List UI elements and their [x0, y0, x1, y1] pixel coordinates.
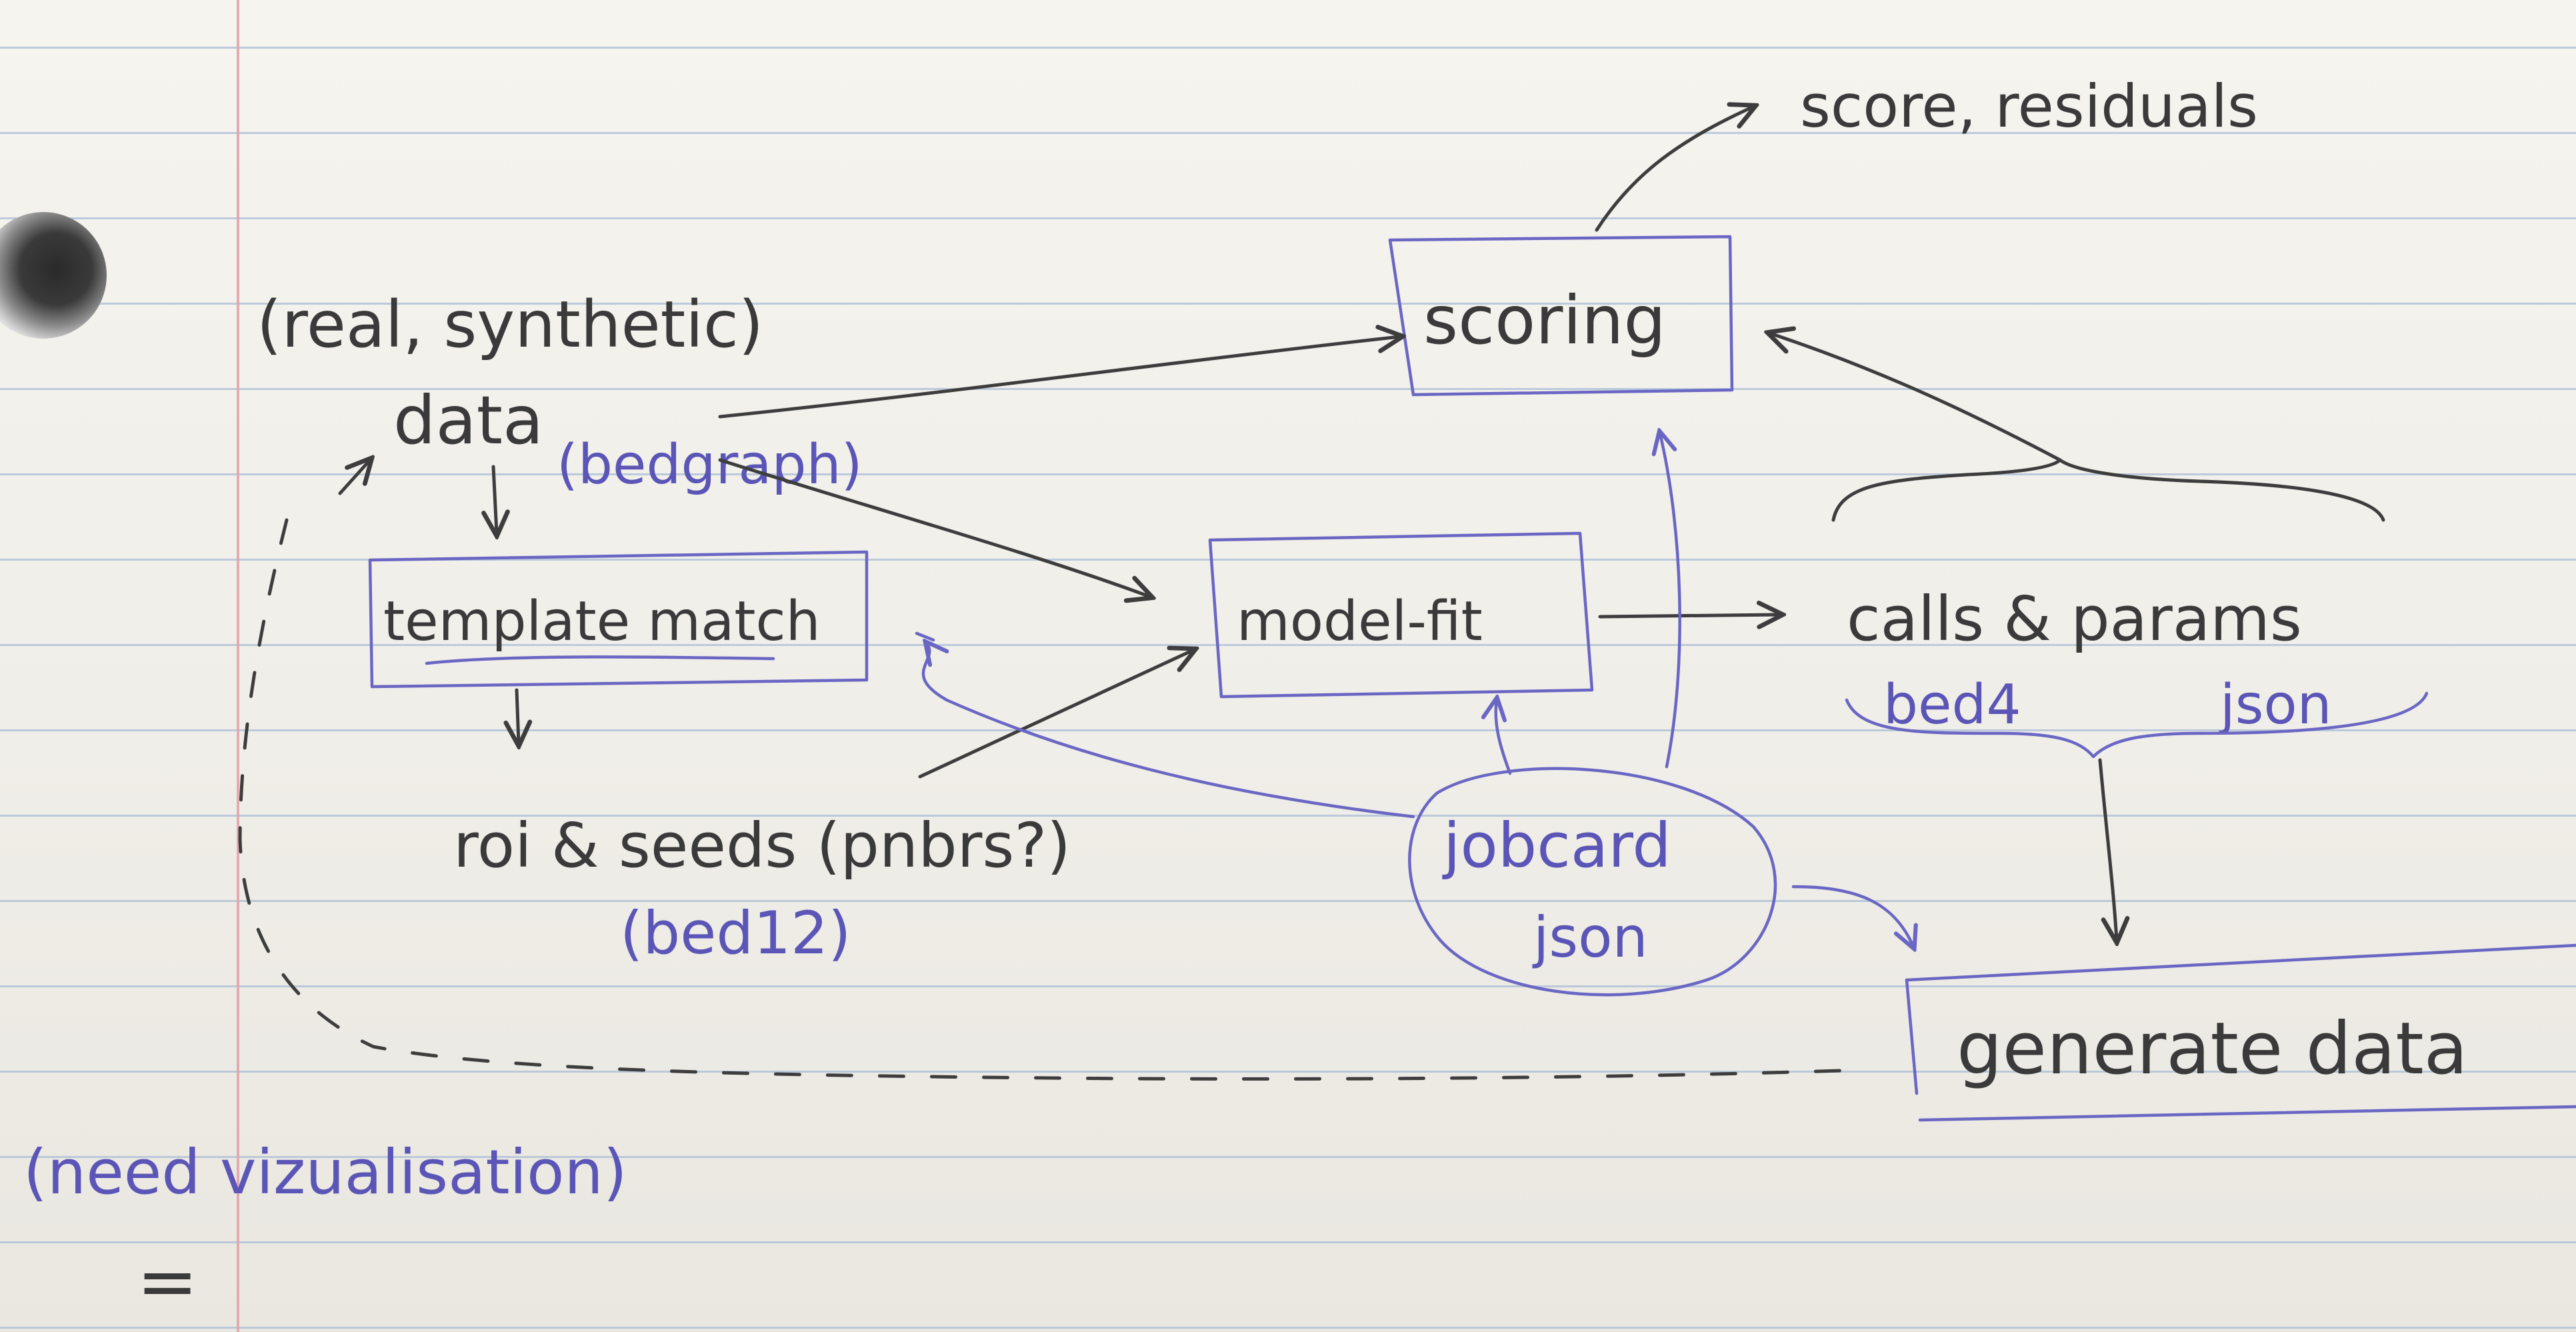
arrow-jobcard-to-template	[921, 643, 1415, 819]
bed4-label: bed4	[1883, 673, 2021, 737]
need-visualisation-label: (need vizualisation)	[23, 1137, 627, 1208]
bedgraph-label: (bedgraph)	[557, 433, 863, 497]
arrow-jobcard-to-scoring	[1660, 433, 1681, 769]
calls-params-label: calls & params	[1847, 583, 2302, 655]
ruled-line	[0, 217, 2576, 219]
generate-data-box-bottom	[1918, 1105, 2576, 1122]
arrow-data-to-scoring	[718, 337, 1400, 419]
dashed-feedback-loop	[238, 518, 1862, 1081]
arrow-scoring-to-score	[1595, 107, 1753, 232]
ruled-line	[0, 303, 2576, 305]
jobcard-ellipse	[1408, 767, 1777, 997]
data-sources-label: (real, synthetic)	[257, 287, 763, 362]
ruled-line	[0, 473, 2576, 475]
ruled-line	[0, 1327, 2576, 1329]
model-fit-label: model-fit	[1237, 590, 1483, 653]
equals-mark: =	[137, 1239, 198, 1324]
bed12-label: (bed12)	[620, 899, 851, 967]
ruled-line	[0, 729, 2576, 731]
arrow-data-to-model-fit	[718, 458, 1150, 597]
arrow-template-to-roi	[517, 688, 519, 743]
ruled-line	[0, 1241, 2576, 1243]
arrow-roi-seeds-to-template	[915, 631, 935, 642]
brace-bed4-json	[1845, 691, 2429, 759]
ruled-line	[0, 47, 2576, 49]
arrow-to-generate-data	[2098, 758, 2117, 940]
arrow-back-to-data	[338, 460, 370, 495]
margin-line	[237, 0, 239, 1332]
jobcard-json-label: json	[1532, 905, 1648, 970]
generate-data-box-top	[1905, 943, 2576, 982]
brace-calls-params	[1831, 458, 2385, 522]
ruled-line	[0, 985, 2576, 987]
template-match-label: template match	[383, 590, 821, 653]
score-residuals-label: score, residuals	[1800, 72, 2258, 141]
generate-data-label: generate data	[1957, 1007, 2468, 1091]
data-label: data	[393, 381, 543, 459]
model-fit-box	[1208, 531, 1594, 699]
ruled-line	[0, 132, 2576, 134]
roi-seeds-label: roi & seeds (pnbrs?)	[453, 810, 1071, 881]
generate-data-box-left	[1905, 978, 1919, 1095]
template-match-underline	[425, 655, 775, 665]
arrow-jobcard-to-model-fit	[1496, 700, 1512, 775]
arrow-model-fit-to-calls	[1598, 615, 1780, 617]
punch-hole	[0, 212, 107, 339]
ruled-line	[0, 1071, 2576, 1073]
arrow-jobcard-to-generate	[1791, 885, 1913, 947]
ruled-line	[0, 644, 2576, 646]
arrow-roi-to-model-fit	[918, 650, 1193, 779]
template-match-box	[368, 550, 869, 689]
ruled-line	[0, 559, 2576, 561]
arrow-data-to-template	[493, 465, 497, 533]
ruled-line	[0, 388, 2576, 390]
ruled-line	[0, 815, 2576, 817]
ruled-line	[0, 1156, 2576, 1158]
json-params-label: json	[2219, 673, 2332, 737]
scoring-label: scoring	[1423, 281, 1666, 359]
jobcard-label: jobcard	[1442, 810, 1671, 881]
arrow-calls-to-scoring	[1770, 333, 2062, 462]
ruled-line	[0, 900, 2576, 902]
